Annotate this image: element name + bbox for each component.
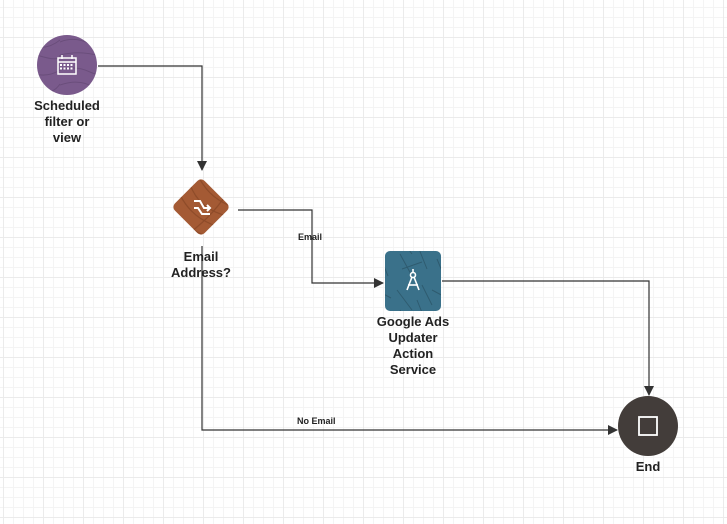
label-line: Email <box>183 249 219 264</box>
calendar-icon <box>57 55 77 75</box>
node-start[interactable] <box>37 35 97 95</box>
label-line: Google Ads <box>376 314 450 329</box>
label-line: Service <box>389 362 437 377</box>
edge-start-to-decision[interactable] <box>98 65 207 171</box>
label-line: Action <box>392 346 434 361</box>
edge-action-to-end[interactable] <box>442 280 654 396</box>
node-end[interactable] <box>618 396 678 456</box>
stop-square-icon <box>638 416 658 436</box>
node-start-label: Scheduled filter or view <box>17 98 117 146</box>
edge-label-email: Email <box>298 232 323 242</box>
edge-decision-to-end-no-email[interactable] <box>201 246 618 435</box>
node-action-label: Google Ads Updater Action Service <box>358 314 468 378</box>
node-action[interactable] <box>385 251 441 311</box>
compass-icon <box>406 269 420 291</box>
edge-decision-to-action-email[interactable] <box>238 209 384 288</box>
edge-label-no-email: No Email <box>297 416 336 426</box>
node-end-label: End <box>608 459 688 475</box>
label-line: filter or <box>44 114 90 129</box>
node-decision[interactable] <box>171 177 230 236</box>
split-arrows-icon <box>194 200 212 215</box>
label-line: Address? <box>171 265 231 280</box>
node-decision-label: Email Address? <box>151 249 251 281</box>
label-line: view <box>52 130 82 145</box>
label-line: Updater <box>388 330 438 345</box>
label-line: End <box>635 459 661 474</box>
label-line: Scheduled <box>34 98 100 113</box>
